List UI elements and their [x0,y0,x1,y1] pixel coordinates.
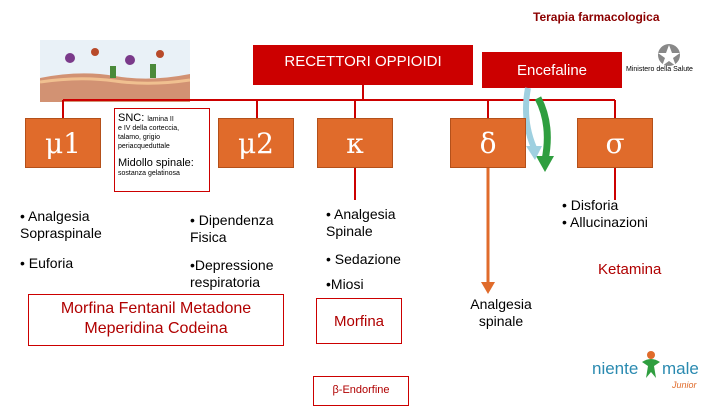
opioid-receptors-banner: RECETTORI OPPIOIDI [253,45,473,85]
receptor-illustration [39,40,191,102]
child-figure-icon [642,351,660,378]
sigma-label: σ [605,126,625,160]
mu1-label: μ1 [44,126,81,160]
sigma-effect-1: • Disforia [562,197,619,213]
delta-analgesia-label: Analgesia spinale [470,296,532,329]
encefaline-banner: Encefaline [482,52,622,88]
delta-label: δ [479,126,497,160]
mu2-effect-1: • Dipendenza Fisica [190,212,274,245]
mu-drugs-box: Morfina Fentanil Metadone Meperidina Cod… [28,294,284,346]
snc-location-box: SNC: lamina II e IV della corteccia, tal… [114,108,210,192]
midollo-sostanza: sostanza gelatinosa [118,170,180,177]
endorfine-box: β-Endorfine [313,376,409,406]
emblem-icon [658,44,680,66]
ketamina-label: Ketamina [598,261,662,278]
snc-line4: periacqueduttale [118,143,170,150]
mu2-receptor: μ2 [218,118,294,168]
page-title: Terapia farmacologica [533,10,660,24]
kappa-effect-2: • Sedazione [326,251,401,267]
kappa-receptor: κ [317,118,393,168]
ministero-label: Ministero della Salute [626,66,693,73]
snc-lamina: lamina II [147,116,174,123]
kappa-label: κ [346,126,364,160]
mu1-effect-2: • Euforia [20,255,74,271]
mu2-label: μ2 [237,126,274,160]
kappa-effect-3: •Miosi [326,276,364,292]
kappa-drug-box: Morfina [316,298,402,344]
kappa-effect-1: • Analgesia Spinale [326,206,396,239]
niente-male-logo: niente male Junior [592,345,712,400]
mu1-effect-1: • Analgesia Sopraspinale [20,208,102,241]
mu1-receptor: μ1 [25,118,101,168]
delta-receptor: δ [450,118,526,168]
logo-niente: niente [592,359,639,378]
midollo-label: Midollo spinale: [118,157,194,169]
ministero-logo: Ministero della Salute [622,40,717,80]
sigma-receptor: σ [577,118,653,168]
snc-label: SNC: [118,112,145,124]
mu2-effect-2: •Depressione respiratoria [190,257,274,290]
sigma-effect-2: • Allucinazioni [562,214,648,230]
snc-line3: talamo, grigio [118,134,161,141]
snc-line2: e IV della corteccia, [118,125,180,132]
logo-junior: Junior [672,380,697,390]
logo-male: male [662,359,699,378]
